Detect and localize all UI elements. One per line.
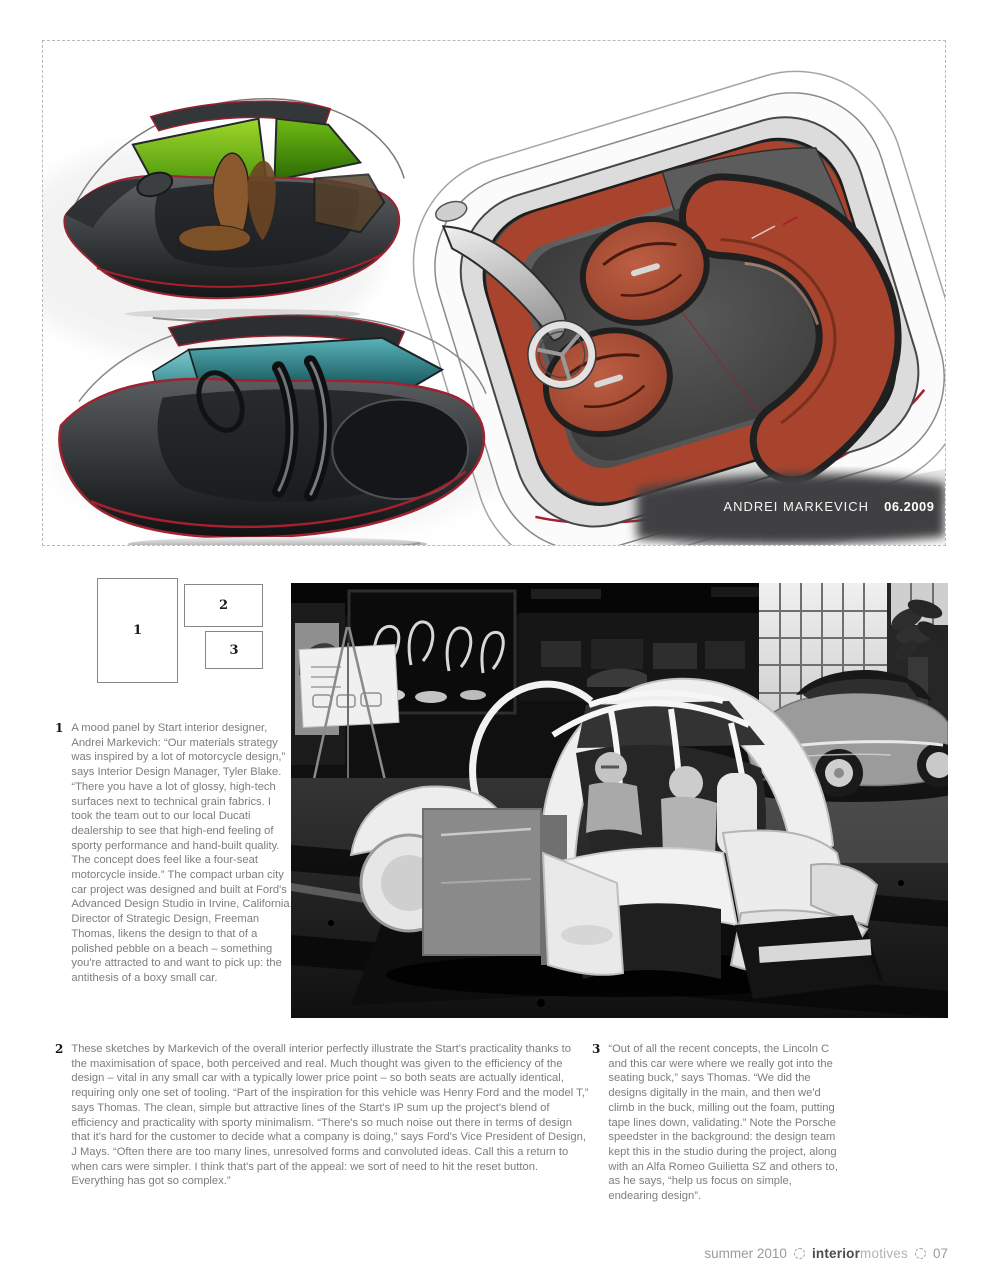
brand-light: motives: [860, 1246, 908, 1261]
seating-buck-photo-illustration: [291, 583, 948, 1018]
caption-3: 3 “Out of all the recent concepts, the L…: [592, 1042, 844, 1204]
steering-wheel: [528, 321, 596, 388]
caption-text: These sketches by Markevich of the overa…: [71, 1043, 589, 1188]
front-seat-right: [579, 216, 710, 326]
figure-key-number: 1: [132, 623, 143, 638]
figure-key-box-3: 3: [205, 631, 263, 669]
figure-key-box-2: 2: [184, 584, 263, 627]
signature-date: 06.2009: [884, 499, 934, 514]
sketch-shadow-band: [636, 473, 945, 545]
sketch-side-view-teal: [58, 314, 487, 545]
caption-number: 1: [55, 721, 64, 735]
overhead-interior-sketch: ANDREI MARKEVICH 06.2009: [412, 70, 945, 545]
page-footer: summer 2010 interiormotives 07: [704, 1246, 948, 1261]
caption-1: 1 A mood panel by Start interior designe…: [55, 721, 295, 986]
dotted-circle-icon: [914, 1248, 926, 1259]
sketch-side-view-green: [63, 98, 405, 323]
sketch-panel: ANDREI MARKEVICH 06.2009: [42, 40, 946, 546]
rear-bench-seat: [685, 180, 895, 477]
figure-key-number: 3: [229, 642, 239, 658]
front-seat-left: [542, 327, 673, 438]
steering-wheel: [196, 370, 245, 433]
page-number: 07: [932, 1246, 948, 1261]
magazine-brand: interiormotives: [812, 1246, 908, 1261]
door-panel: [331, 398, 470, 501]
dotted-circle-icon: [793, 1248, 805, 1259]
door-panel-white: [541, 851, 625, 976]
plant: [891, 599, 945, 713]
concept-sketches-illustration: ANDREI MARKEVICH 06.2009: [43, 70, 945, 545]
figure-key-number: 2: [218, 598, 229, 613]
issue-label: summer 2010: [704, 1246, 787, 1261]
studio-photo: [291, 583, 948, 1018]
caption-number: 3: [592, 1042, 601, 1056]
figure-key-box-1: 1: [97, 578, 178, 683]
caption-number: 2: [55, 1042, 64, 1056]
easel: [298, 626, 400, 794]
caption-text: “Out of all the recent concepts, the Lin…: [608, 1043, 838, 1203]
caption-2: 2 These sketches by Markevich of the ove…: [55, 1042, 589, 1189]
signature-name: ANDREI MARKEVICH: [723, 499, 868, 514]
caption-text: A mood panel by Start interior designer,…: [71, 722, 293, 984]
brown-seat: [212, 152, 250, 250]
brand-bold: interior: [811, 1246, 861, 1261]
buck-model: [349, 677, 883, 1005]
